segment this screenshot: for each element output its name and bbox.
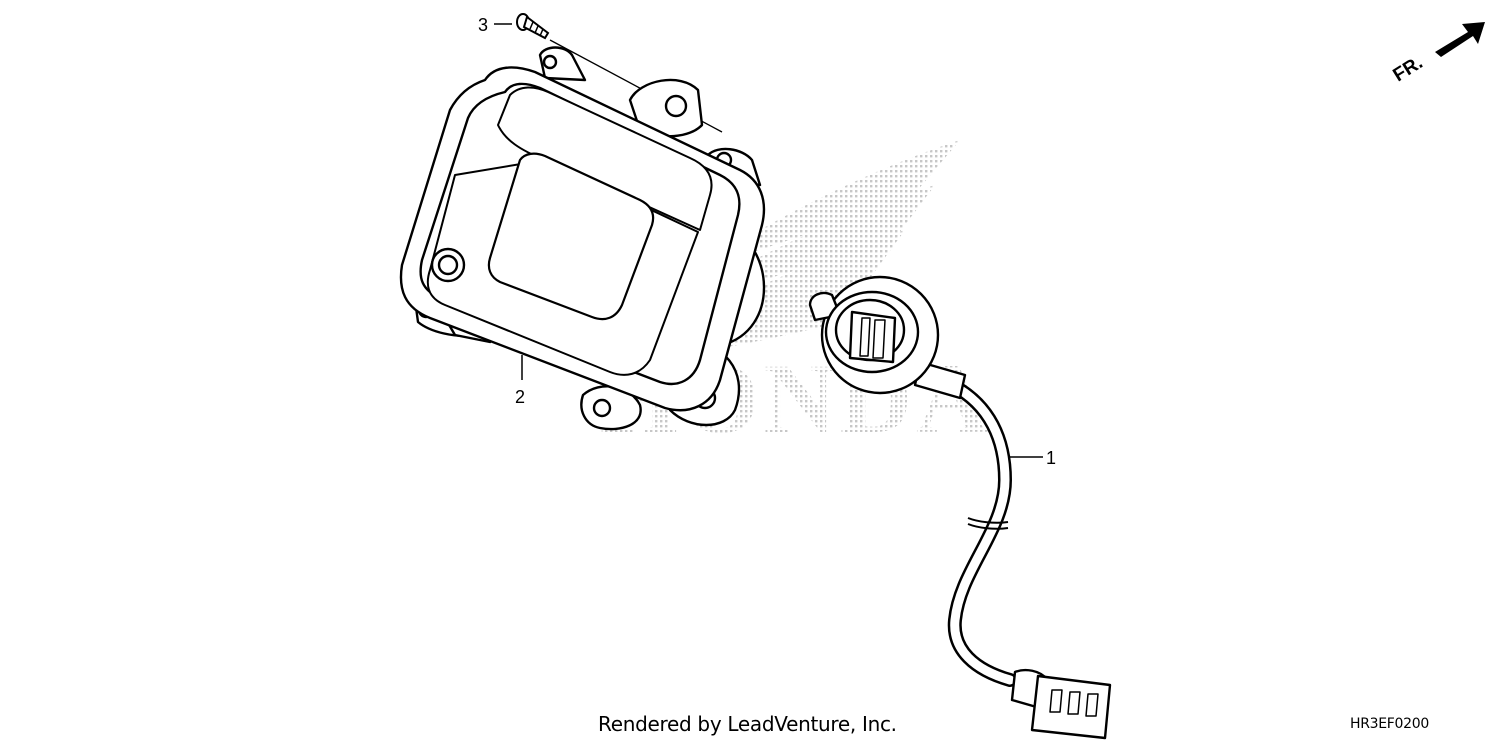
screw-part-3 [516, 13, 550, 40]
callout-3: 3 [478, 15, 488, 35]
front-arrow-icon [1435, 22, 1485, 57]
meter-assembly-part-2 [399, 46, 766, 431]
sub-cord-part-1 [808, 275, 1112, 740]
diagram-code: HR3EF0200 [1350, 716, 1429, 732]
callout-2: 2 [515, 387, 525, 407]
front-label: FR. [1390, 52, 1427, 86]
footer-credit: Rendered by LeadVenture, Inc. [598, 712, 897, 736]
front-direction-indicator: FR. [1390, 22, 1485, 86]
callout-1: 1 [1046, 448, 1056, 468]
